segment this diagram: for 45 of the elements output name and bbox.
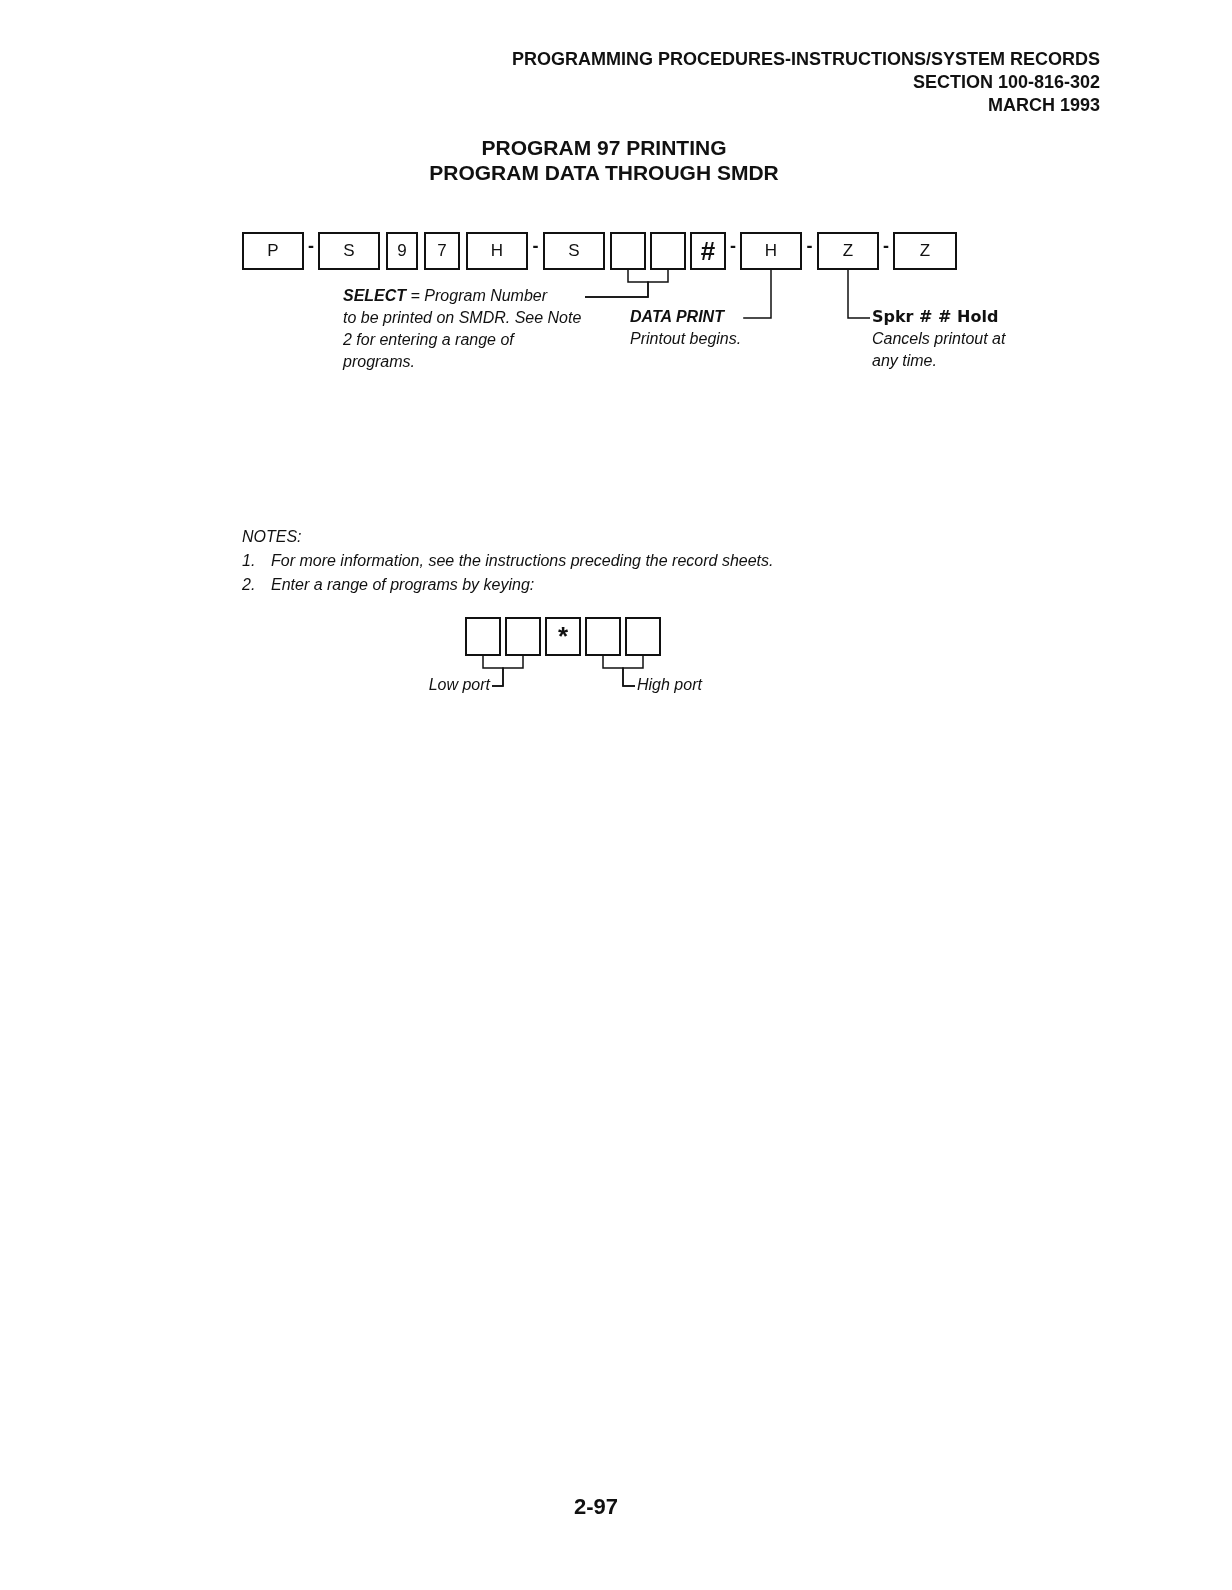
key-box: 9	[386, 232, 418, 270]
key-box	[610, 232, 646, 270]
key-box: H	[740, 232, 802, 270]
key-box: #	[690, 232, 726, 270]
dash-mark: -	[805, 236, 814, 257]
key-box	[650, 232, 686, 270]
key-box	[585, 617, 621, 656]
key-box: 7	[424, 232, 460, 270]
annotation-text: SELECT = Program Number	[343, 286, 549, 306]
annotation-text: Low port	[428, 675, 490, 695]
dash-mark: -	[531, 236, 540, 257]
header-text: SECTION 100-816-302	[911, 71, 1100, 94]
leader-line	[742, 269, 772, 319]
key-box	[505, 617, 541, 656]
header-text: MARCH 1993	[986, 94, 1100, 117]
note-text: Enter a range of programs by keying:	[271, 576, 536, 594]
note-text: For more information, see the instructions preceding the record sheets.	[271, 552, 775, 570]
key-box: Z	[817, 232, 879, 270]
leader-line	[491, 655, 524, 687]
key-box: *	[545, 617, 581, 656]
header-text: PROGRAMMING PROCEDURES-INSTRUCTIONS/SYSTEM RECORDS	[510, 48, 1100, 71]
key-box: H	[466, 232, 528, 270]
annotation-text: Printout begins.	[630, 329, 742, 349]
key-box	[625, 617, 661, 656]
key-box: S	[543, 232, 605, 270]
leader-line	[847, 269, 871, 319]
dash-mark: -	[729, 236, 737, 257]
annotation-text: High port	[637, 675, 702, 695]
title: PROGRAM 97 PRINTING PROGRAM DATA THROUGH SMDR	[428, 135, 780, 185]
note-number: 2.	[242, 576, 257, 594]
dash-mark: -	[882, 236, 890, 257]
dash-mark: -	[307, 236, 315, 257]
key-name: Spkr # # Hold	[872, 306, 1000, 328]
key-box: S	[318, 232, 380, 270]
annotation-text: Cancels printout at any time.	[872, 329, 1007, 371]
notes-heading: NOTES:	[242, 528, 303, 546]
leader-line	[584, 269, 669, 298]
key-box: P	[242, 232, 304, 270]
page-number: 2-97	[572, 1494, 619, 1520]
leader-line	[622, 655, 644, 687]
key-name: DATA PRINT	[630, 307, 726, 327]
note-number: 1.	[242, 552, 257, 570]
key-box: Z	[893, 232, 957, 270]
annotation-text: to be printed on SMDR. See Note 2 for entering a range of programs.	[343, 308, 583, 372]
key-box	[465, 617, 501, 656]
